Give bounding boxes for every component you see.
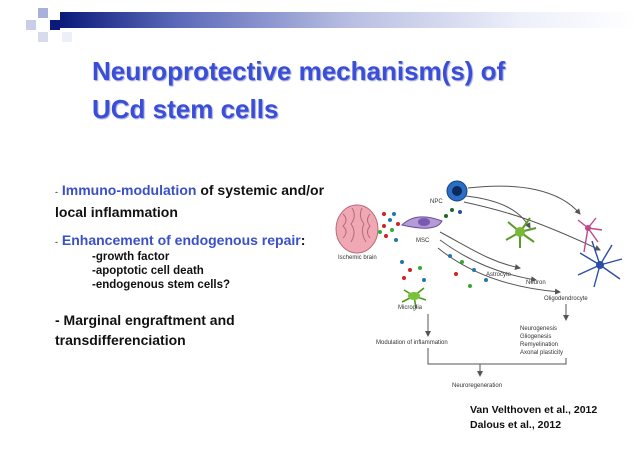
sub-bullet-stem-cells: -endogenous stem cells? bbox=[92, 279, 231, 291]
deco-square bbox=[26, 20, 36, 30]
ischemic-brain-icon bbox=[335, 204, 379, 254]
bullet-text: local inflammation bbox=[55, 204, 178, 220]
modulation-label: Modulation of inflammation bbox=[376, 340, 448, 346]
signal-dots bbox=[378, 212, 400, 242]
astrocyte-label: Astrocyte bbox=[486, 272, 512, 278]
microglia-icon bbox=[401, 287, 427, 309]
deco-square bbox=[38, 32, 48, 42]
outcome-remyelination: Remyelination bbox=[520, 342, 558, 348]
outcome-axonal-plasticity: Axonal plasticity bbox=[520, 350, 563, 356]
bullet-text: transdifferenciation bbox=[55, 332, 186, 348]
bullet-dash: - bbox=[55, 237, 58, 247]
bullet-highlight: Enhancement of endogenous repair bbox=[61, 232, 301, 248]
slide-title: Neuroprotective mechanism(s) of UCd stem… bbox=[92, 52, 505, 128]
bullet-repair: - Enhancement of endogenous repair: bbox=[55, 230, 305, 252]
header-decoration bbox=[0, 0, 638, 50]
header-bar bbox=[60, 12, 638, 28]
npc-cell-icon bbox=[446, 180, 468, 202]
title-line-1: Neuroprotective mechanism(s) of bbox=[92, 56, 506, 86]
neuron-icon bbox=[577, 217, 603, 253]
neuroregeneration-label: Neuroregeneration bbox=[452, 383, 502, 389]
microglia-label: Microglia bbox=[398, 305, 423, 311]
bullet-text: of systemic and/or bbox=[196, 182, 325, 198]
bullet-text: - Marginal engraftment and bbox=[55, 312, 235, 328]
bullet-engraftment: - Marginal engraftment and transdifferen… bbox=[55, 310, 235, 350]
oligodendrocyte-icon bbox=[577, 240, 623, 288]
reference-1: Van Velthoven et al., 2012 bbox=[470, 404, 598, 416]
msc-label: MSC bbox=[416, 238, 430, 244]
title-line-2: UCd stem cells bbox=[92, 94, 279, 124]
astrocyte-icon bbox=[505, 217, 537, 248]
msc-cell-icon bbox=[401, 216, 443, 229]
bullet-text: : bbox=[300, 232, 306, 248]
outcome-gliogenesis: Gliogenesis bbox=[520, 334, 551, 340]
ischemic-brain-label: Ischemic brain bbox=[338, 255, 377, 261]
neuron-label: Neuron bbox=[526, 280, 546, 286]
sub-bullet-growth-factor: -growth factor bbox=[92, 251, 170, 263]
sub-bullet-apoptotic: -apoptotic cell death bbox=[92, 265, 204, 277]
outcome-neurogenesis: Neurogenesis bbox=[520, 326, 557, 332]
oligodendrocyte-label: Oligodendrocyte bbox=[544, 296, 588, 302]
bullet-dash: - bbox=[55, 187, 58, 197]
reference-2: Dalous et al., 2012 bbox=[470, 419, 562, 431]
deco-square bbox=[38, 8, 48, 18]
bullet-highlight: Immuno-modulation bbox=[61, 182, 197, 198]
bullet-immuno: - Immuno-modulation of systemic and/or l… bbox=[55, 180, 324, 222]
npc-label: NPC bbox=[430, 199, 443, 205]
deco-square bbox=[50, 20, 60, 30]
deco-square bbox=[62, 32, 72, 42]
